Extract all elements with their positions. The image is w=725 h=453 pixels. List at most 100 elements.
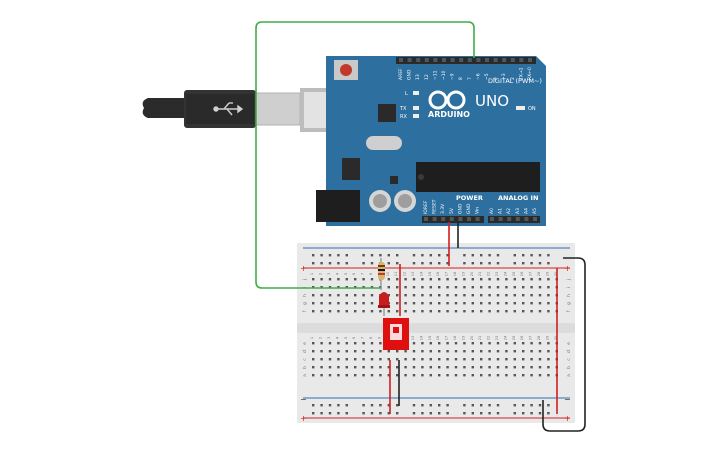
terminal-hole[interactable]: [320, 358, 323, 361]
terminal-hole[interactable]: [505, 278, 508, 281]
power-pin[interactable]: [424, 217, 428, 221]
terminal-hole[interactable]: [505, 286, 508, 289]
terminal-hole[interactable]: [362, 302, 365, 305]
terminal-hole[interactable]: [488, 310, 491, 313]
terminal-hole[interactable]: [421, 366, 424, 369]
terminal-hole[interactable]: [320, 350, 323, 353]
rail-hole[interactable]: [320, 262, 323, 265]
terminal-hole[interactable]: [429, 294, 432, 297]
terminal-hole[interactable]: [396, 374, 399, 377]
terminal-hole[interactable]: [513, 342, 516, 345]
terminal-hole[interactable]: [370, 342, 374, 345]
terminal-hole[interactable]: [547, 294, 550, 297]
terminal-hole[interactable]: [312, 366, 315, 369]
terminal-hole[interactable]: [463, 350, 466, 353]
terminal-hole[interactable]: [480, 310, 483, 313]
rail-hole[interactable]: [496, 254, 500, 257]
power-pin[interactable]: [441, 217, 446, 221]
terminal-hole[interactable]: [522, 310, 525, 313]
terminal-hole[interactable]: [370, 294, 374, 297]
rail-hole[interactable]: [429, 254, 432, 257]
rail-hole[interactable]: [530, 262, 533, 265]
terminal-hole[interactable]: [312, 278, 315, 281]
rail-hole[interactable]: [429, 412, 432, 415]
terminal-hole[interactable]: [530, 294, 533, 297]
rail-hole[interactable]: [488, 254, 491, 257]
terminal-hole[interactable]: [446, 286, 449, 289]
terminal-hole[interactable]: [463, 366, 466, 369]
power-pin[interactable]: [432, 217, 437, 221]
rail-hole[interactable]: [496, 262, 500, 265]
terminal-hole[interactable]: [320, 342, 323, 345]
terminal-hole[interactable]: [530, 350, 533, 353]
terminal-hole[interactable]: [454, 366, 458, 369]
terminal-hole[interactable]: [328, 366, 332, 369]
rail-hole[interactable]: [446, 412, 449, 415]
rail-hole[interactable]: [463, 412, 466, 415]
terminal-hole[interactable]: [454, 342, 458, 345]
rail-hole[interactable]: [488, 404, 491, 407]
terminal-hole[interactable]: [345, 278, 348, 281]
rail-hole[interactable]: [496, 412, 500, 415]
terminal-hole[interactable]: [379, 310, 382, 313]
terminal-hole[interactable]: [312, 350, 315, 353]
terminal-hole[interactable]: [396, 286, 399, 289]
rail-hole[interactable]: [387, 254, 390, 257]
digital-pin[interactable]: [433, 58, 438, 62]
terminal-hole[interactable]: [463, 286, 466, 289]
terminal-hole[interactable]: [396, 366, 399, 369]
rail-hole[interactable]: [396, 404, 399, 407]
rail-hole[interactable]: [312, 404, 315, 407]
rail-hole[interactable]: [538, 412, 542, 415]
rail-hole[interactable]: [446, 262, 449, 265]
terminal-hole[interactable]: [312, 374, 315, 377]
terminal-hole[interactable]: [513, 286, 516, 289]
terminal-hole[interactable]: [421, 342, 424, 345]
terminal-hole[interactable]: [513, 366, 516, 369]
terminal-hole[interactable]: [354, 294, 357, 297]
terminal-hole[interactable]: [513, 302, 516, 305]
terminal-hole[interactable]: [438, 294, 441, 297]
terminal-hole[interactable]: [505, 366, 508, 369]
terminal-hole[interactable]: [438, 358, 441, 361]
terminal-hole[interactable]: [438, 342, 441, 345]
usb-cable[interactable]: [142, 88, 356, 132]
rail-hole[interactable]: [421, 412, 424, 415]
terminal-hole[interactable]: [412, 302, 416, 305]
rail-hole[interactable]: [547, 254, 550, 257]
rail-hole[interactable]: [362, 412, 365, 415]
terminal-hole[interactable]: [337, 294, 340, 297]
terminal-hole[interactable]: [488, 286, 491, 289]
digital-pin[interactable]: [510, 58, 515, 62]
terminal-hole[interactable]: [370, 374, 374, 377]
rail-hole[interactable]: [370, 404, 374, 407]
rail-hole[interactable]: [446, 404, 449, 407]
terminal-hole[interactable]: [480, 286, 483, 289]
terminal-hole[interactable]: [337, 366, 340, 369]
terminal-hole[interactable]: [530, 286, 533, 289]
terminal-hole[interactable]: [354, 302, 357, 305]
terminal-hole[interactable]: [328, 358, 332, 361]
terminal-hole[interactable]: [496, 366, 500, 369]
rail-hole[interactable]: [522, 254, 525, 257]
rail-hole[interactable]: [429, 404, 432, 407]
terminal-hole[interactable]: [463, 302, 466, 305]
terminal-hole[interactable]: [404, 286, 407, 289]
terminal-hole[interactable]: [522, 374, 525, 377]
terminal-hole[interactable]: [354, 358, 357, 361]
terminal-hole[interactable]: [396, 310, 399, 313]
terminal-hole[interactable]: [412, 366, 416, 369]
terminal-hole[interactable]: [513, 358, 516, 361]
terminal-hole[interactable]: [446, 310, 449, 313]
rail-hole[interactable]: [362, 262, 365, 265]
rail-hole[interactable]: [438, 262, 441, 265]
rail-hole[interactable]: [362, 404, 365, 407]
terminal-hole[interactable]: [471, 294, 474, 297]
digital-pin[interactable]: [399, 58, 403, 62]
terminal-hole[interactable]: [438, 278, 441, 281]
terminal-hole[interactable]: [480, 374, 483, 377]
terminal-hole[interactable]: [438, 366, 441, 369]
